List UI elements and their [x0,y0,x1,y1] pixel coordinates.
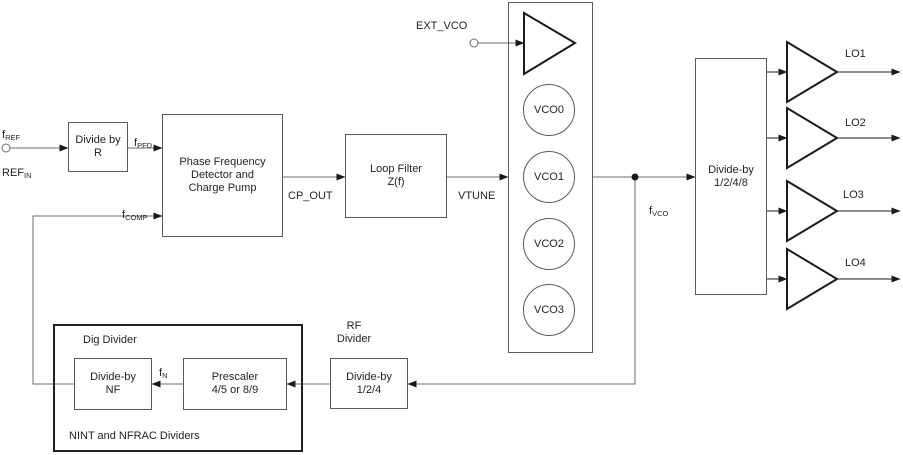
f-n-label: fN [159,367,168,380]
wire-fvco-feedback [407,177,636,388]
lo1-buffer-triangle-icon [786,40,839,104]
loop-filter-block: Loop Filter Z(f) [345,134,447,218]
vco3-core: VCO3 [523,284,575,336]
rf-divider-label: Divide-by 1/2/4 [346,370,392,396]
rf-divider-block: Divide-by 1/2/4 [330,358,408,409]
vco2-label: VCO2 [534,238,564,250]
vco0-core: VCO0 [523,84,575,136]
vco-block [508,2,593,353]
lo1-label: LO1 [845,48,866,60]
vco1-core: VCO1 [523,151,575,203]
divide-by-r-block: Divide by R [68,122,128,172]
vco1-label: VCO1 [534,171,564,183]
rf-divider-caption: RF Divider [336,320,372,345]
lo2-label: LO2 [845,117,866,129]
lo-divider-block: Divide-by 1/2/4/8 [695,58,767,295]
ref-in-label: REFIN [2,167,32,180]
ext-vco-terminal [469,38,479,48]
divide-by-nf-label: Divide-by NF [90,371,136,396]
vco3-label: VCO3 [534,304,564,316]
f-pfd-label: fPFD [134,137,153,150]
nint-nfrac-label: NINT and NFRAC Dividers [69,430,200,442]
vco2-core: VCO2 [523,218,575,270]
f-comp-label: fCOMP [122,209,148,222]
dig-divider-label: Dig Divider [83,334,137,346]
vtune-label: VTUNE [458,190,496,202]
prescaler-label: Prescaler 4/5 or 8/9 [211,371,259,396]
lo2-buffer-triangle-icon [786,106,839,170]
divide-by-r-label: Divide by R [75,134,121,159]
ext-vco-label: EXT_VCO [416,20,468,32]
vco0-label: VCO0 [534,104,564,116]
fvco-junction-dot [631,173,639,181]
pfd-charge-pump-label: Phase Frequency Detector and Charge Pump [179,156,266,194]
ref-in-terminal [1,143,11,153]
lo-divider-label: Divide-by 1/2/4/8 [708,163,754,189]
cp-out-label: CP_OUT [288,190,333,202]
pfd-charge-pump-block: Phase Frequency Detector and Charge Pump [162,114,283,237]
lo4-label: LO4 [845,257,866,269]
vco-buffer-triangle-icon [523,11,577,76]
prescaler-block: Prescaler 4/5 or 8/9 [183,358,287,410]
lo3-buffer-triangle-icon [786,179,839,243]
f-vco-label: fVCO [649,205,669,218]
lo3-label: LO3 [843,189,864,201]
loop-filter-label: Loop Filter Z(f) [370,163,422,188]
nint-nfrac-group-box [53,324,303,452]
f-ref-label: fREF [2,129,21,142]
lo4-buffer-triangle-icon [786,247,839,311]
divide-by-nf-block: Divide-by NF [74,358,152,410]
